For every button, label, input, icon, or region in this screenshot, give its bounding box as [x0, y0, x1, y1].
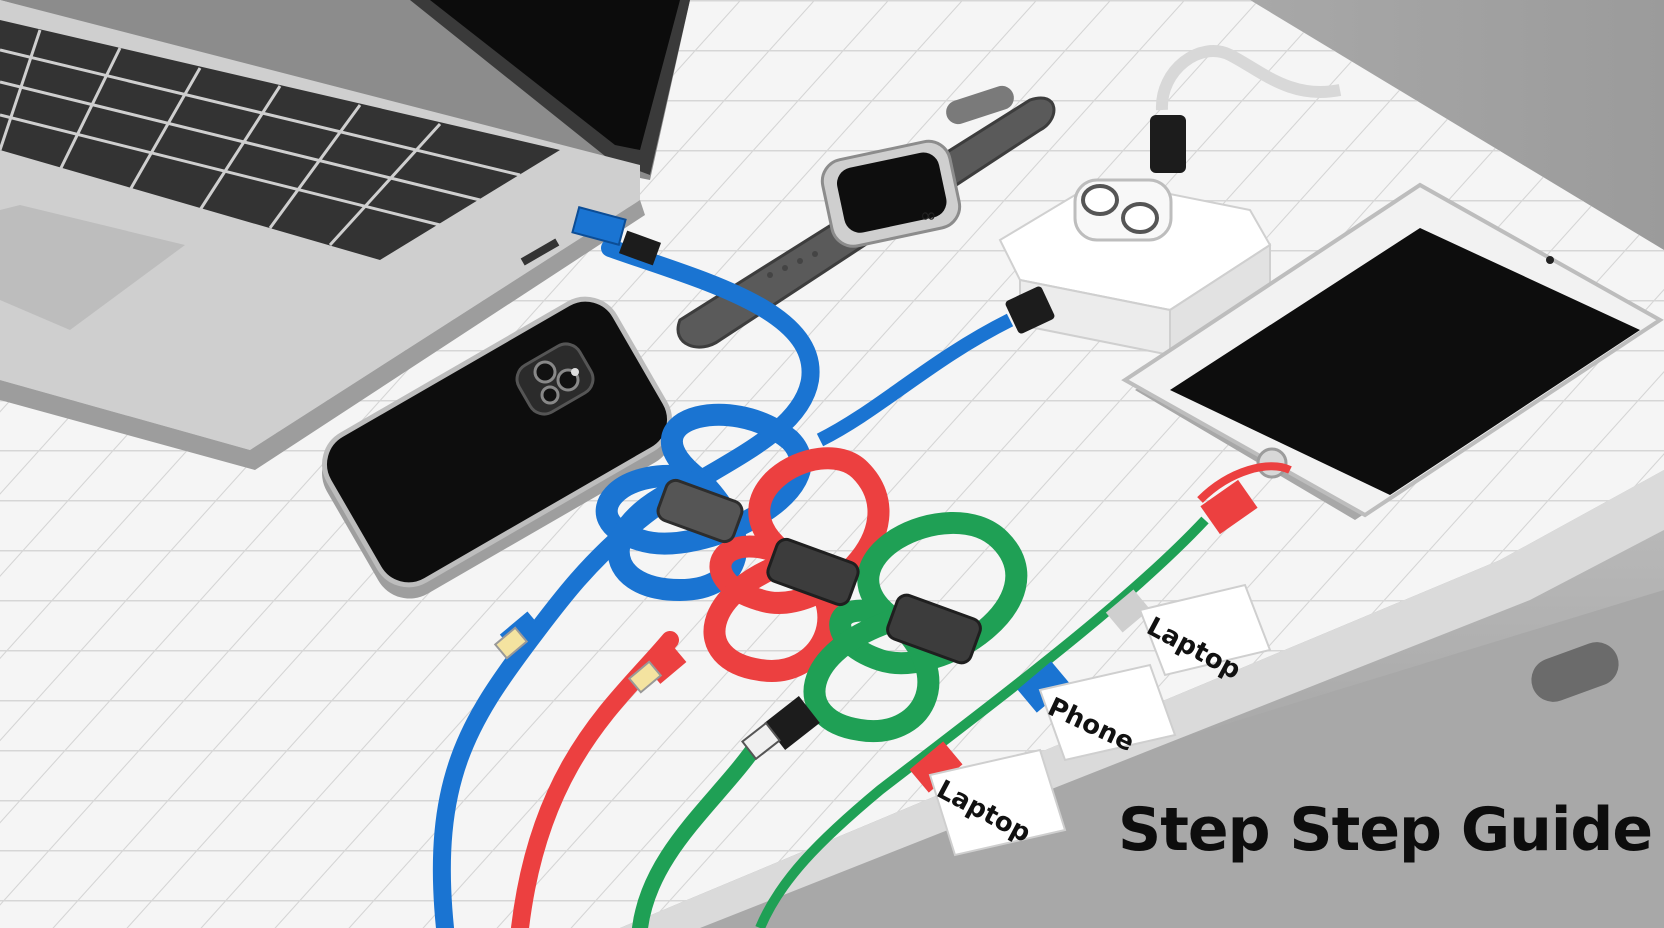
- cable-ties: [656, 478, 982, 665]
- tag-phone: Phone: [1038, 663, 1177, 762]
- laptop-icon: [0, 0, 690, 470]
- smartwatch-icon: ∞: [676, 85, 1056, 349]
- guide-title: Step Step Guide: [1118, 795, 1653, 865]
- blue-cable: [432, 206, 1055, 928]
- power-adapter-icon: [998, 45, 1342, 357]
- svg-text:∞: ∞: [920, 203, 937, 227]
- green-cable: [632, 512, 1209, 928]
- tablet-icon: [1121, 182, 1664, 520]
- tag-lower-laptop: Laptop: [928, 748, 1067, 857]
- red-cable: [511, 447, 1292, 928]
- keyboard: [0, 20, 560, 260]
- earbuds-case-icon: [1073, 178, 1173, 242]
- smartphone-icon: [322, 296, 674, 599]
